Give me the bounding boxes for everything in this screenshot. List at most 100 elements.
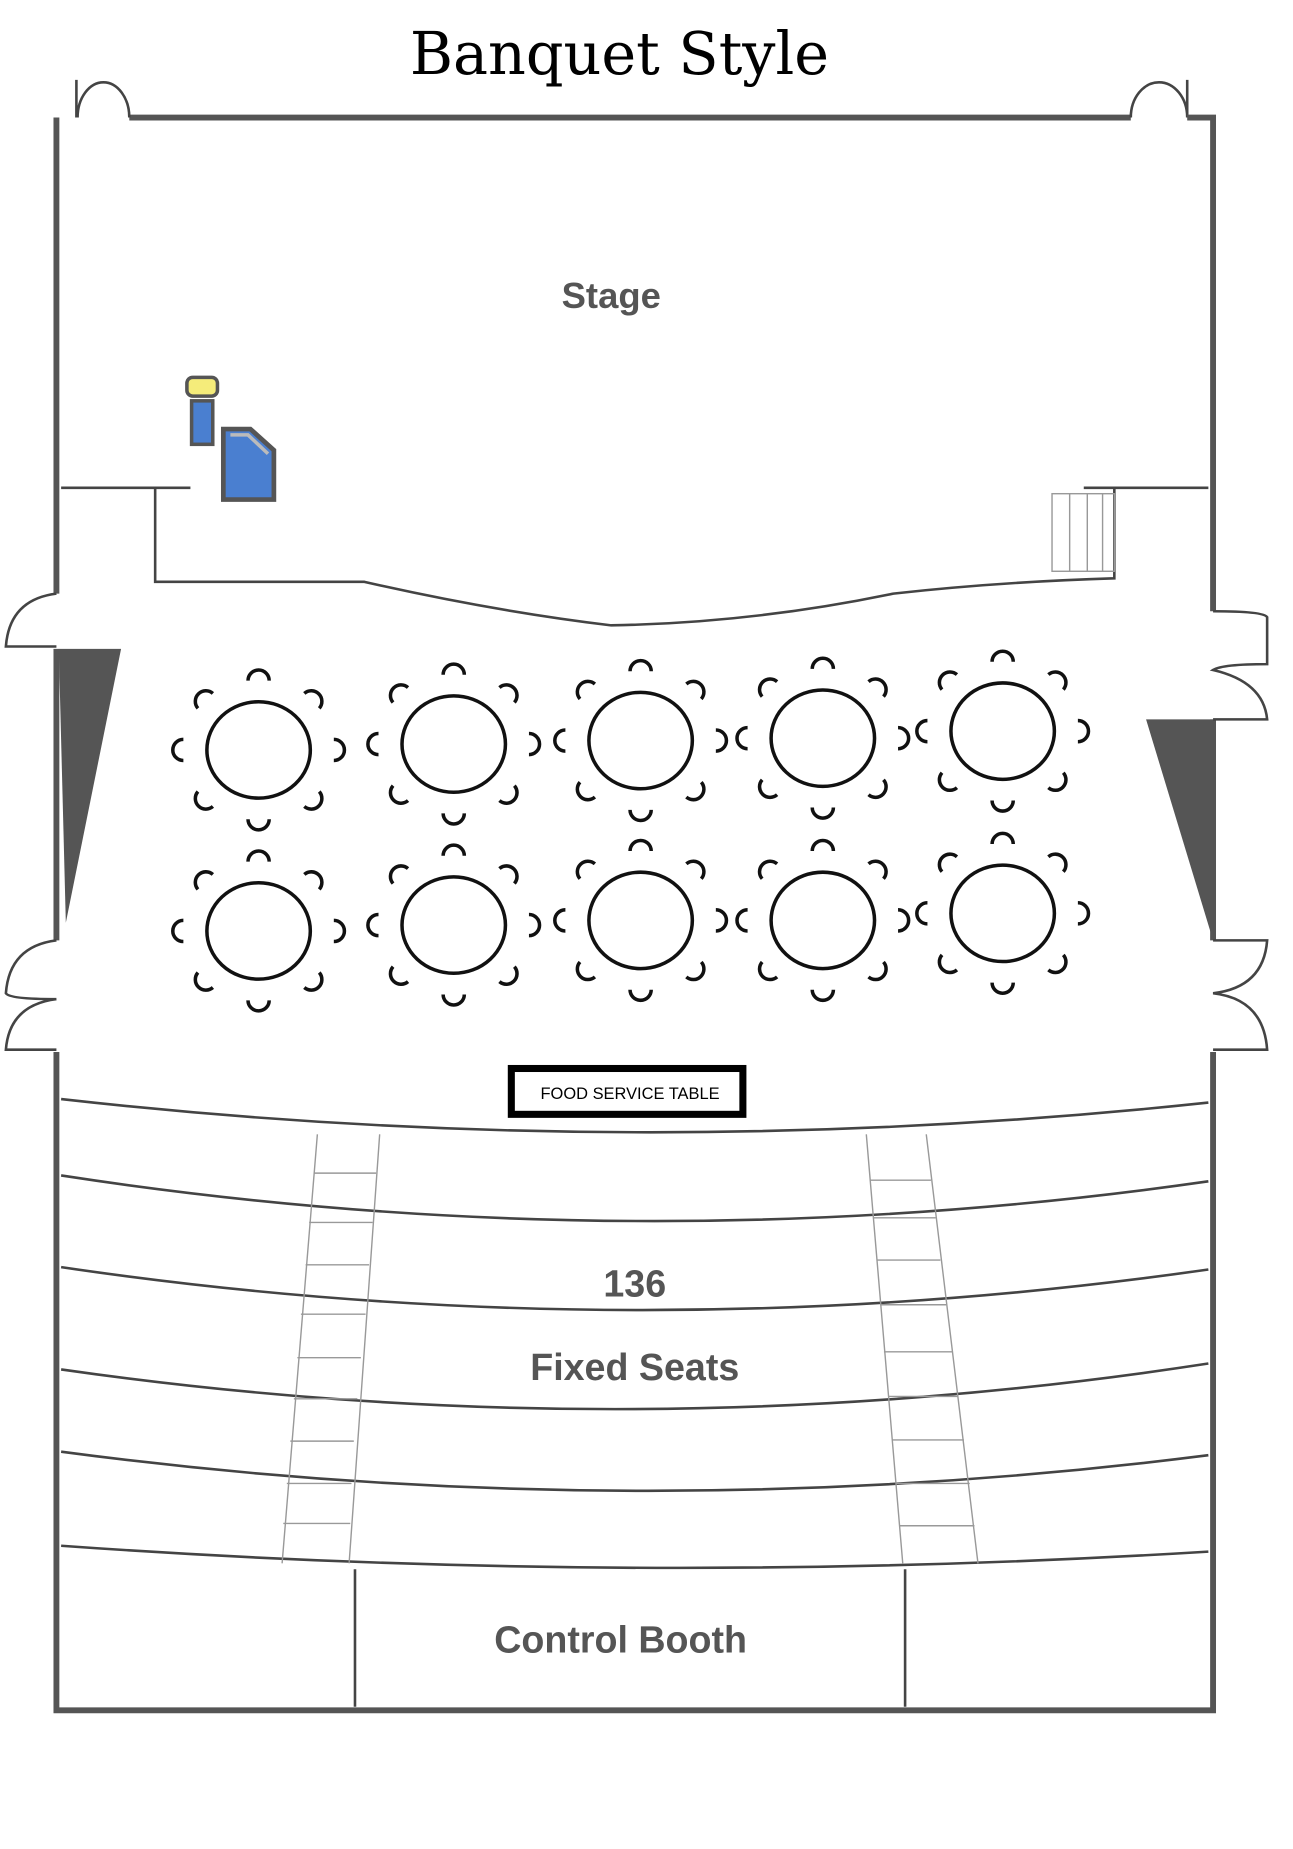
control-booth	[353, 1569, 907, 1707]
chair	[575, 960, 597, 982]
chair	[303, 971, 324, 992]
stage-outline	[61, 486, 1209, 627]
fixed-seats-label: Fixed Seats	[530, 1346, 739, 1388]
chair	[575, 679, 597, 701]
table-top	[769, 870, 877, 971]
chair	[628, 838, 653, 852]
chair	[388, 864, 410, 885]
chair	[246, 1000, 271, 1013]
chair	[990, 649, 1016, 662]
chair	[528, 912, 542, 938]
podium-icon	[220, 426, 277, 502]
chair	[810, 807, 836, 820]
chair	[735, 908, 748, 933]
chair	[937, 670, 959, 691]
round-table[interactable]	[915, 649, 1091, 813]
chair	[990, 982, 1016, 995]
chair	[715, 728, 729, 753]
chair	[388, 965, 410, 986]
chair	[937, 771, 959, 793]
chair	[388, 784, 410, 805]
round-table[interactable]	[366, 662, 542, 826]
food-service-table[interactable]: FOOD SERVICE TABLE	[507, 1064, 747, 1118]
chair	[685, 960, 706, 982]
control-booth-label: Control Booth	[494, 1619, 747, 1661]
round-table[interactable]	[735, 838, 911, 1003]
chair	[333, 737, 347, 763]
chair	[867, 960, 888, 982]
page-title: Banquet Style	[410, 19, 829, 88]
chair	[757, 960, 779, 982]
chair	[171, 737, 184, 763]
chair	[685, 679, 706, 701]
chair	[628, 989, 653, 1003]
chair	[867, 859, 888, 880]
round-table[interactable]	[366, 843, 542, 1007]
chair	[867, 778, 888, 800]
chair	[553, 728, 566, 753]
table-top	[949, 681, 1057, 782]
table-top	[400, 875, 508, 976]
chair	[757, 677, 779, 698]
stage-label: Stage	[562, 275, 661, 316]
seat-count: 136	[603, 1263, 666, 1305]
table-top	[587, 870, 695, 971]
chair	[441, 994, 467, 1007]
round-table[interactable]	[171, 849, 347, 1013]
chair	[303, 689, 324, 710]
chair	[628, 809, 653, 823]
chair	[1047, 953, 1068, 975]
chair	[193, 870, 215, 891]
round-table[interactable]	[553, 838, 729, 1003]
chair	[441, 662, 467, 675]
right-wall-wedge	[1146, 719, 1214, 941]
chair	[937, 953, 959, 975]
chair	[685, 780, 706, 802]
banquet-tables	[171, 649, 1091, 1013]
table-top	[949, 863, 1057, 964]
chair	[990, 800, 1016, 813]
chair	[990, 831, 1016, 845]
chair	[915, 718, 928, 744]
chair	[1077, 900, 1091, 926]
chair	[575, 780, 597, 802]
round-table[interactable]	[735, 656, 911, 820]
chair	[171, 918, 184, 944]
table-top	[205, 699, 313, 800]
chair	[246, 668, 271, 681]
chair	[498, 965, 519, 986]
chair	[498, 784, 519, 805]
round-table[interactable]	[915, 831, 1091, 995]
chair	[715, 908, 729, 933]
chair	[441, 843, 467, 856]
food-service-table-label: FOOD SERVICE TABLE	[541, 1085, 720, 1103]
table-top	[400, 694, 508, 795]
chair	[915, 900, 928, 926]
chair	[193, 689, 215, 710]
table-top	[769, 688, 877, 789]
chair	[897, 725, 911, 751]
chair	[810, 838, 836, 852]
chair	[757, 778, 779, 800]
chair	[246, 849, 271, 862]
fixed-seating	[60, 1097, 1209, 1570]
chair	[810, 656, 836, 670]
chair	[810, 989, 836, 1003]
round-table[interactable]	[553, 658, 729, 823]
chair	[246, 819, 271, 832]
chair	[628, 658, 653, 672]
chair	[685, 859, 706, 880]
chair	[498, 864, 519, 885]
chair	[735, 725, 748, 751]
table-top	[205, 881, 313, 981]
chair	[333, 918, 347, 944]
chair	[1047, 852, 1068, 873]
chair	[303, 790, 324, 811]
round-table[interactable]	[171, 668, 347, 832]
chair	[867, 677, 888, 698]
chair	[366, 912, 379, 938]
chair	[897, 908, 911, 933]
chair	[193, 790, 215, 811]
chair	[498, 683, 519, 704]
